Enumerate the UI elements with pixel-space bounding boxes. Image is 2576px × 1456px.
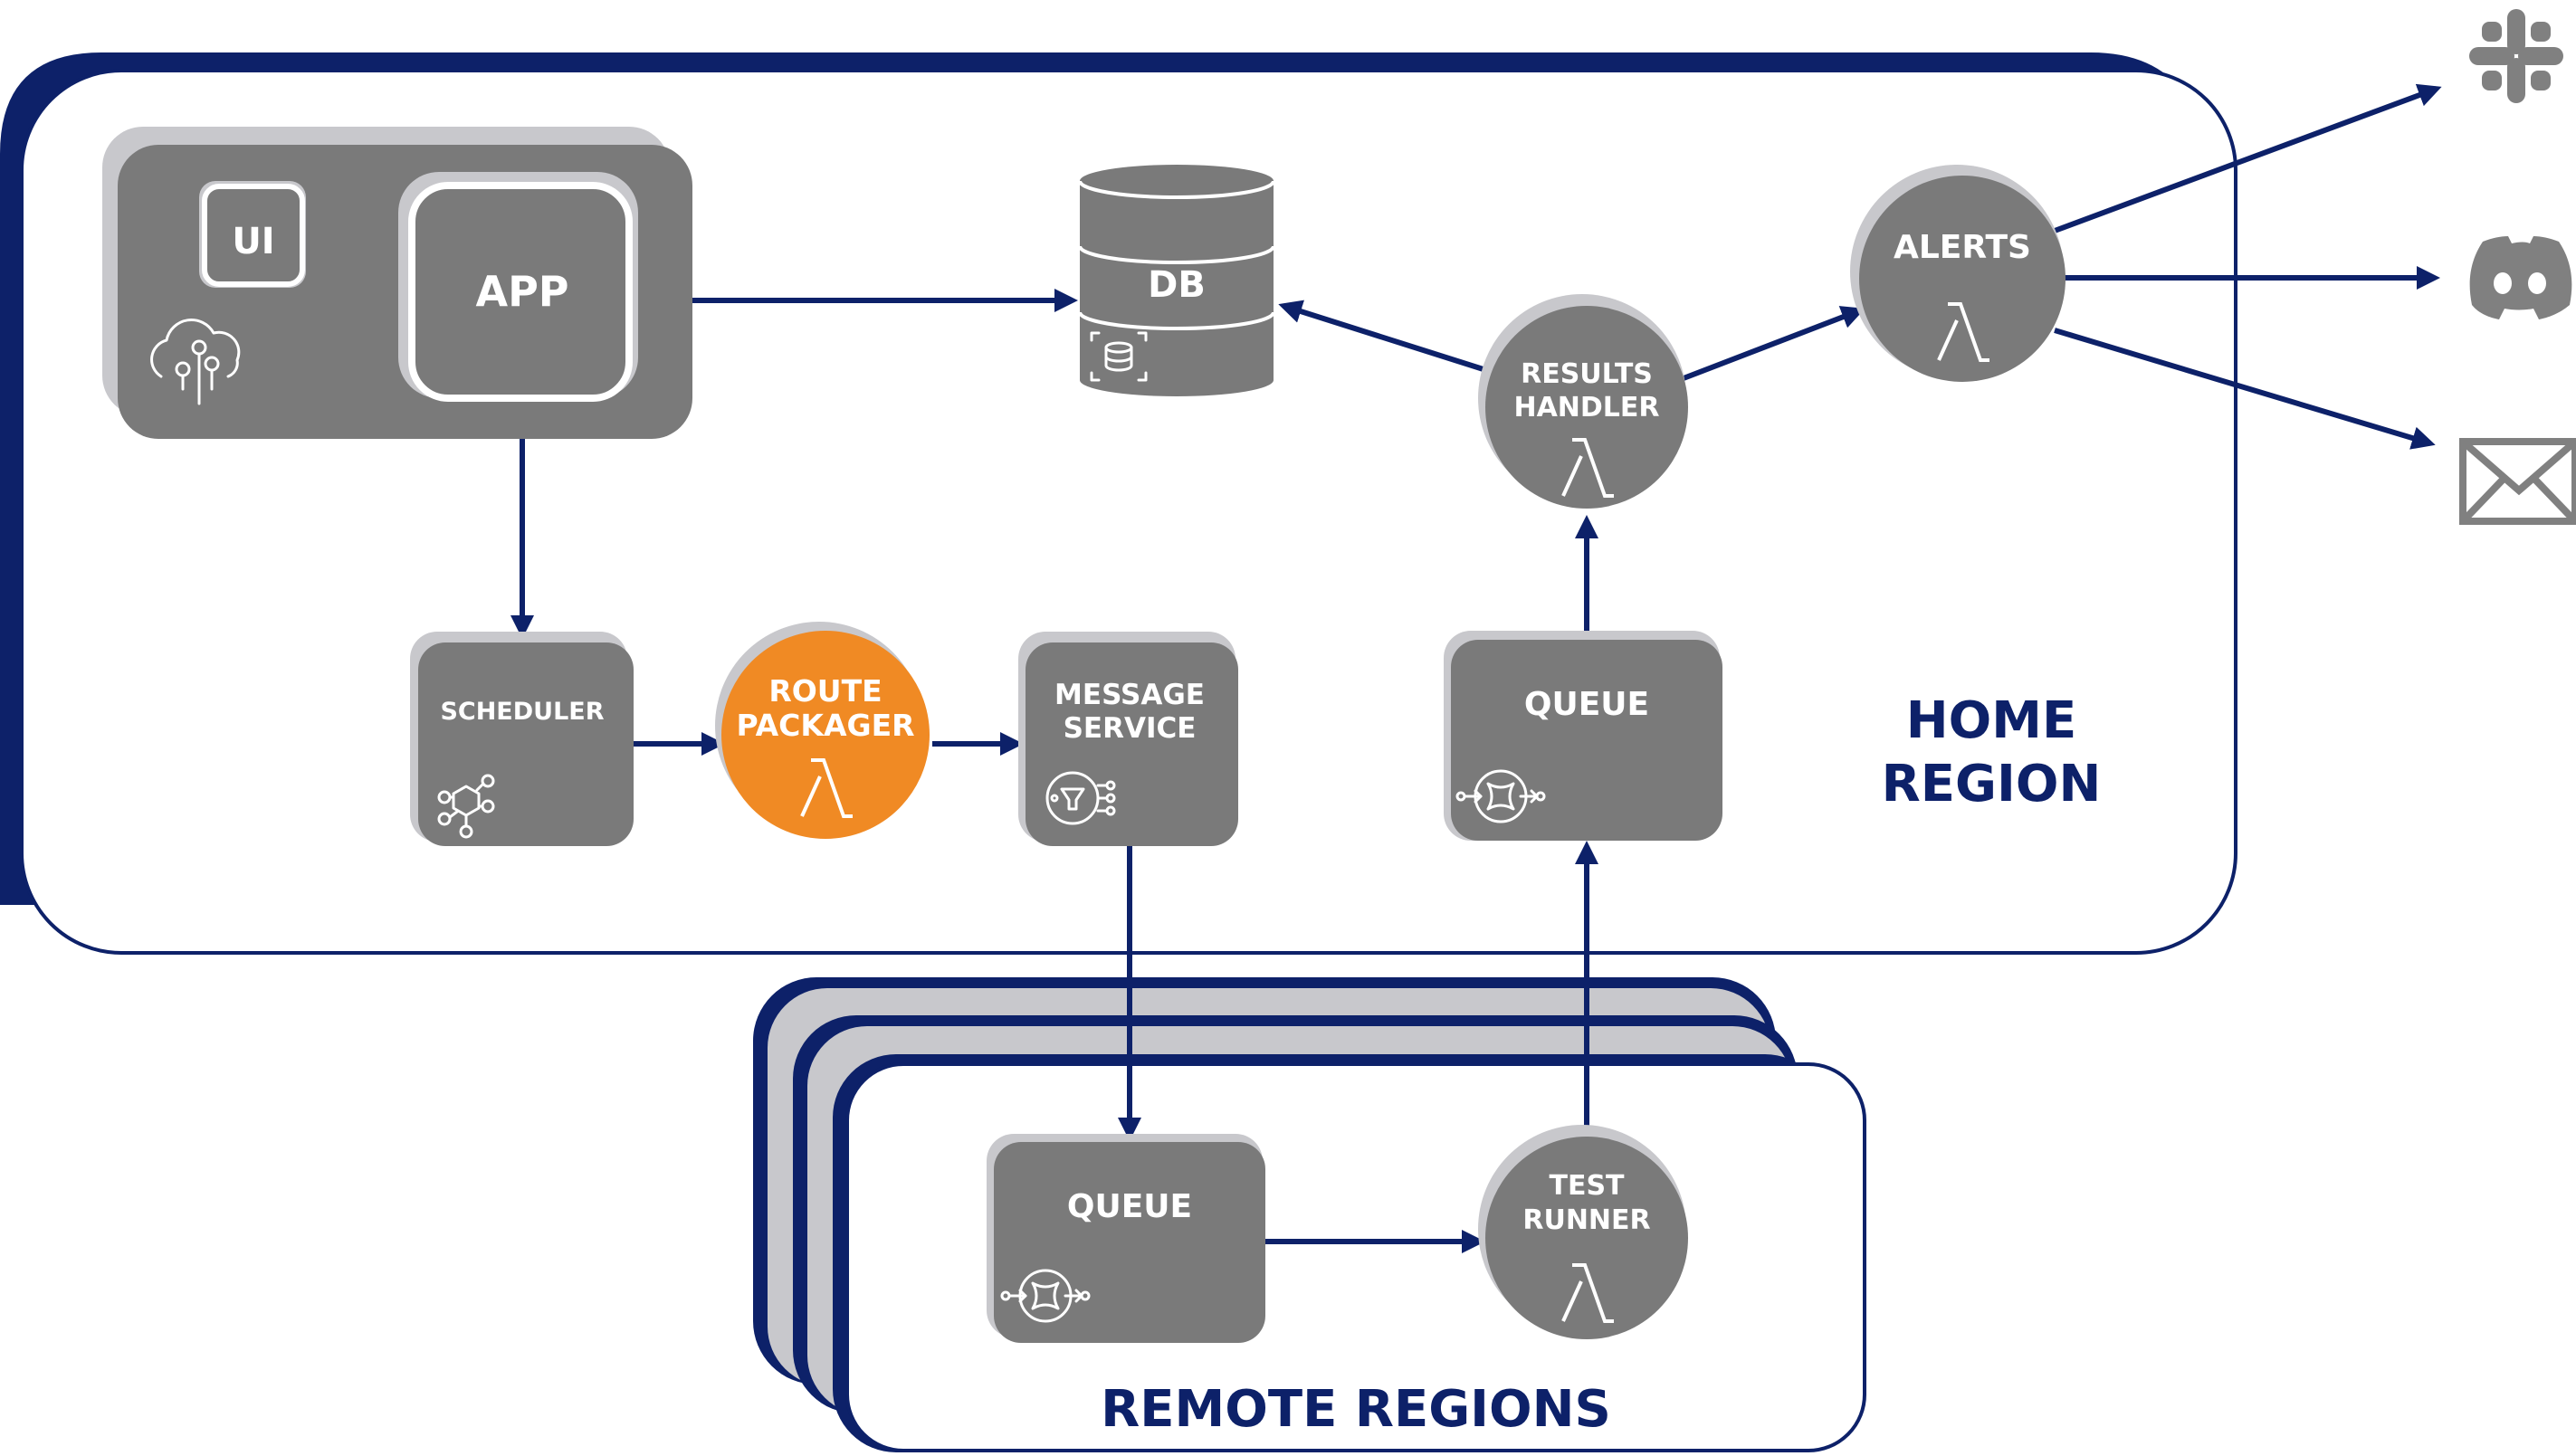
home-queue-label: QUEUE (1524, 686, 1649, 723)
lambda-icon (1561, 438, 1614, 498)
test-runner-label-line2: RUNNER (1522, 1204, 1650, 1236)
results-handler-label-line2: HANDLER (1513, 392, 1659, 423)
route-packager-label-line2: PACKAGER (736, 708, 914, 743)
route-packager-label-line1: ROUTE (768, 673, 882, 709)
app-label: APP (475, 267, 568, 316)
db-node: DB (1078, 165, 1275, 396)
eventbridge-scheduler-icon (437, 774, 495, 839)
route-packager-node: ROUTE PACKAGER (715, 622, 930, 839)
message-service-label-line1: MESSAGE (1054, 679, 1205, 711)
database-icon (1090, 331, 1148, 382)
sqs-queue-icon (1000, 1269, 1091, 1323)
lambda-icon (1937, 302, 1989, 362)
test-runner-node: TEST RUNNER (1478, 1125, 1688, 1339)
edge-alerts-to-email (2054, 328, 2436, 450)
scheduler-node: SCHEDULER (410, 632, 634, 846)
remote-regions-label: REMOTE REGIONS (1101, 1380, 1611, 1439)
remote-queue-label: QUEUE (1067, 1188, 1192, 1225)
cloud-tree-icon (150, 318, 241, 405)
message-service-label-line2: SERVICE (1064, 712, 1197, 745)
sns-icon (1045, 771, 1116, 825)
app-node (408, 182, 633, 402)
home-region-label-line1: HOME (1906, 691, 2076, 750)
ui-node (202, 184, 305, 287)
results-handler-node: RESULTS HANDLER (1478, 294, 1688, 509)
edge-alerts-to-slack (2053, 83, 2442, 233)
remote-regions: REMOTE REGIONS (753, 977, 1866, 1452)
remote-queue-node: QUEUE (987, 1134, 1265, 1343)
edge-results-to-db (1278, 300, 1490, 374)
discord-icon (2469, 236, 2572, 319)
email-icon (2459, 438, 2576, 525)
test-runner-label-line1: TEST (1549, 1170, 1625, 1202)
alerts-label: ALERTS (1894, 229, 2031, 266)
db-label: DB (1148, 264, 1206, 306)
results-handler-label-line1: RESULTS (1521, 358, 1653, 390)
lambda-icon (800, 758, 853, 818)
ui-label: UI (232, 221, 274, 262)
home-region-label-line2: REGION (1882, 755, 2102, 814)
frontend-group: UI APP (102, 127, 692, 439)
scheduler-label: SCHEDULER (440, 698, 604, 726)
sqs-queue-icon (1455, 769, 1546, 823)
message-service-node: MESSAGE SERVICE (1018, 632, 1238, 846)
edge-results-to-alerts (1682, 306, 1865, 381)
alerts-node: ALERTS (1850, 165, 2066, 382)
lambda-icon (1561, 1263, 1614, 1323)
slack-icon (2469, 9, 2563, 103)
home-queue-node: QUEUE (1444, 631, 1722, 841)
